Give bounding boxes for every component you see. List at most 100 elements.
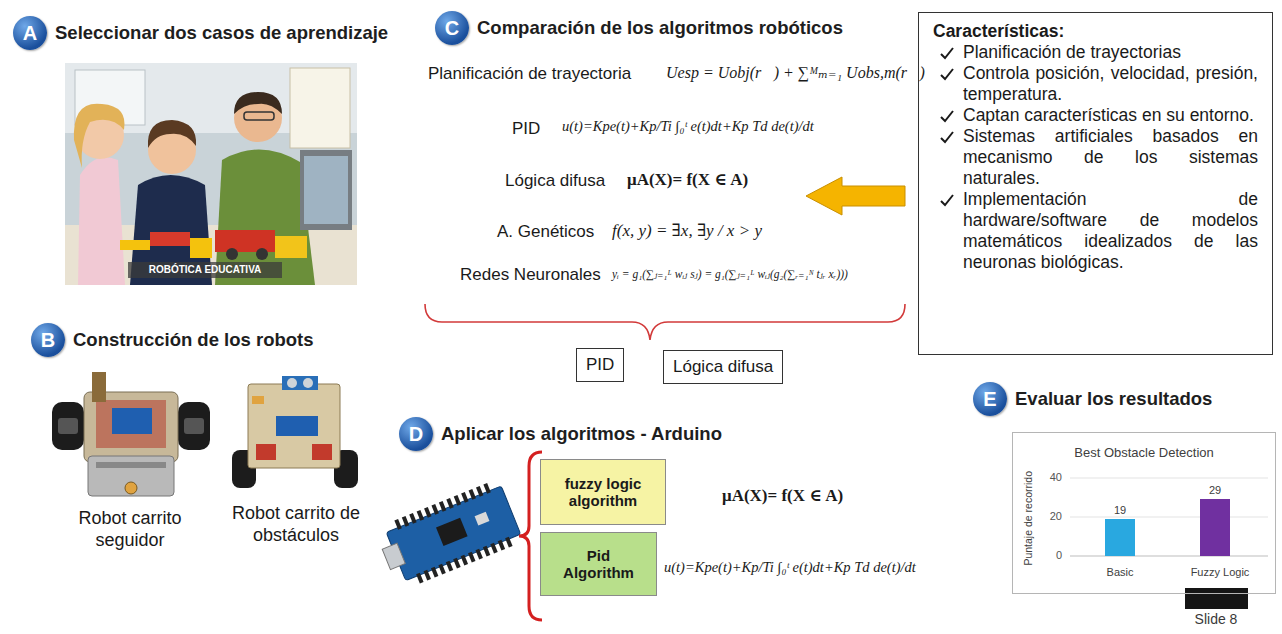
- line-follower-robot: [88, 456, 174, 496]
- black-cover: [1185, 588, 1248, 609]
- method-name: Lógica difusa: [505, 171, 605, 190]
- step-heading: Seleccionar dos casos de aprendizaje: [55, 22, 388, 43]
- tick-label-wrap: 0: [1056, 549, 1062, 562]
- check-mark: [939, 129, 955, 145]
- obstacle-robot: [287, 378, 297, 388]
- check-mark: [941, 69, 953, 79]
- formula: μA(X)= f(X ∈ A): [722, 486, 843, 505]
- formula-wrap: Uesp = Uobj(r⃗) + ∑ᴹₘ₌₁ Uobs,m(r⃗): [666, 63, 925, 82]
- arduino-board: [402, 516, 409, 527]
- classroom-photo: [150, 232, 190, 246]
- step-letter: C: [445, 17, 459, 40]
- check-mark: [941, 48, 953, 58]
- formula-wrap: u(t)=Kpe(t)+Kp/Ti ∫₀ᵗ e(t)dt+Kp Td de(t)…: [664, 559, 916, 576]
- axis-title: Puntaje de recorrido: [1022, 471, 1034, 566]
- step-circle: EEvaluar los resultados: [973, 382, 1007, 416]
- classroom-photo: [290, 68, 350, 148]
- check-mark: [941, 111, 953, 121]
- result-box: Lógica difusa: [663, 350, 783, 384]
- category-label-wrap: Basic: [1107, 566, 1134, 579]
- check-mark: [939, 66, 955, 82]
- robot-caption: Robot carrito de obstáculos: [232, 503, 360, 545]
- feature-text: Controla posición, velocidad, presión, t…: [963, 63, 1258, 104]
- bar-value: 19: [1114, 504, 1126, 516]
- line-follower-robot: [112, 408, 152, 434]
- tick-label-wrap: 40: [1050, 471, 1062, 484]
- obstacle-robot: [232, 376, 358, 488]
- classroom-photo: [234, 92, 282, 114]
- arduino-board: [483, 483, 490, 494]
- box-text: Pid Algorithm: [554, 547, 644, 581]
- obstacle-robot: [256, 444, 276, 460]
- box-text: fuzzy logic algorithm: [553, 475, 653, 509]
- classroom-photo: [244, 112, 274, 120]
- bar-value-wrap: 19: [1114, 504, 1126, 517]
- arduino-board: [382, 543, 405, 569]
- line-follower-robot: [58, 418, 78, 434]
- step-heading: Evaluar los resultados: [1015, 388, 1212, 409]
- classroom-photo: [256, 248, 268, 260]
- box-text: Lógica difusa: [673, 357, 773, 376]
- feature-text: Implementación de hardware/software de m…: [963, 189, 1258, 272]
- arduino-board: [498, 540, 505, 551]
- photo-caption: ROBÓTICA EDUCATIVA: [149, 264, 262, 275]
- arduino-board: [469, 489, 476, 500]
- method-name-wrap: Planificación de trayectoria: [428, 64, 631, 84]
- arduino-board: [386, 486, 520, 581]
- formula: u(t)=Kpe(t)+Kp/Ti ∫₀ᵗ e(t)dt+Kp Td de(t)…: [562, 118, 814, 134]
- step-circle: CComparación de los algoritmos robóticos: [435, 11, 469, 45]
- feature-text: Sistemas artificiales basados en mecanis…: [963, 126, 1258, 188]
- arduino-board: [446, 498, 453, 509]
- arduino-board: [438, 564, 445, 575]
- feature-item: Planificación de trayectorias: [933, 42, 1258, 63]
- algorithm-box: Pid Algorithm: [540, 532, 657, 596]
- chart-plot: [1070, 478, 1268, 479]
- step-letter: D: [409, 423, 423, 446]
- chart-title: Best Obstacle Detection: [1074, 445, 1213, 460]
- arduino-board: [475, 512, 490, 526]
- tick-label: 0: [1056, 549, 1062, 561]
- line-follower-robot: [178, 402, 210, 450]
- yellow-arrow: [806, 177, 905, 215]
- classroom-photo: [190, 238, 212, 258]
- classroom-photo: [304, 156, 348, 224]
- bar-value-wrap: 29: [1209, 484, 1221, 497]
- formula-wrap: u(t)=Kpe(t)+Kp/Ti ∫₀ᵗ e(t)dt+Kp Td de(t)…: [562, 118, 814, 135]
- line-follower-robot: [52, 402, 84, 450]
- step-heading-wrap: Construcción de los robots: [73, 329, 314, 351]
- method-name-wrap: PID: [512, 119, 540, 139]
- obstacle-robot: [312, 444, 332, 460]
- formula: f(x, y) = ∃x, ∃y / x > y: [612, 221, 762, 240]
- classroom-photo: [148, 120, 196, 148]
- step-circle: ASeleccionar dos casos de aprendizaje: [13, 16, 47, 50]
- step-circle: DAplicar los algoritmos - Arduino: [399, 417, 433, 451]
- slide-number: Slide 8: [1195, 611, 1238, 627]
- step-circle: BConstrucción de los robots: [31, 323, 65, 357]
- arduino-board: [394, 483, 512, 584]
- tick-label: 40: [1050, 471, 1062, 483]
- classroom-photo: [300, 150, 352, 230]
- arduino-board: [424, 570, 431, 581]
- photo-caption-wrap: ROBÓTICA EDUCATIVA: [149, 264, 262, 276]
- classroom-photo: [120, 240, 150, 250]
- arduino-board: [475, 549, 482, 560]
- tick-label-wrap: 20: [1050, 510, 1062, 523]
- arduino-board: [476, 486, 483, 497]
- step-letter: A: [23, 22, 37, 45]
- feature-item: Controla posición, velocidad, presión, t…: [933, 63, 1258, 105]
- arduino-board: [394, 519, 401, 530]
- classroom-photo: [226, 248, 238, 260]
- arduino-board: [483, 546, 490, 557]
- features-heading: Características:: [933, 21, 1064, 41]
- feature-item: Captan características en su entorno.: [933, 105, 1258, 126]
- classroom-photo: [65, 63, 357, 285]
- feature-item: Sistemas artificiales basados en mecanis…: [933, 126, 1258, 189]
- category-label: Fuzzy Logic: [1191, 566, 1250, 578]
- line-follower-robot: [125, 482, 137, 494]
- features-heading-row: Características:: [933, 21, 1258, 42]
- bar-basic: [1105, 519, 1135, 556]
- chart-plot: [1070, 517, 1268, 518]
- arduino-board: [461, 492, 468, 503]
- robot-caption-wrap: Robot carrito seguidor: [55, 508, 205, 551]
- formula-wrap: f(x, y) = ∃x, ∃y / x > y: [612, 221, 762, 241]
